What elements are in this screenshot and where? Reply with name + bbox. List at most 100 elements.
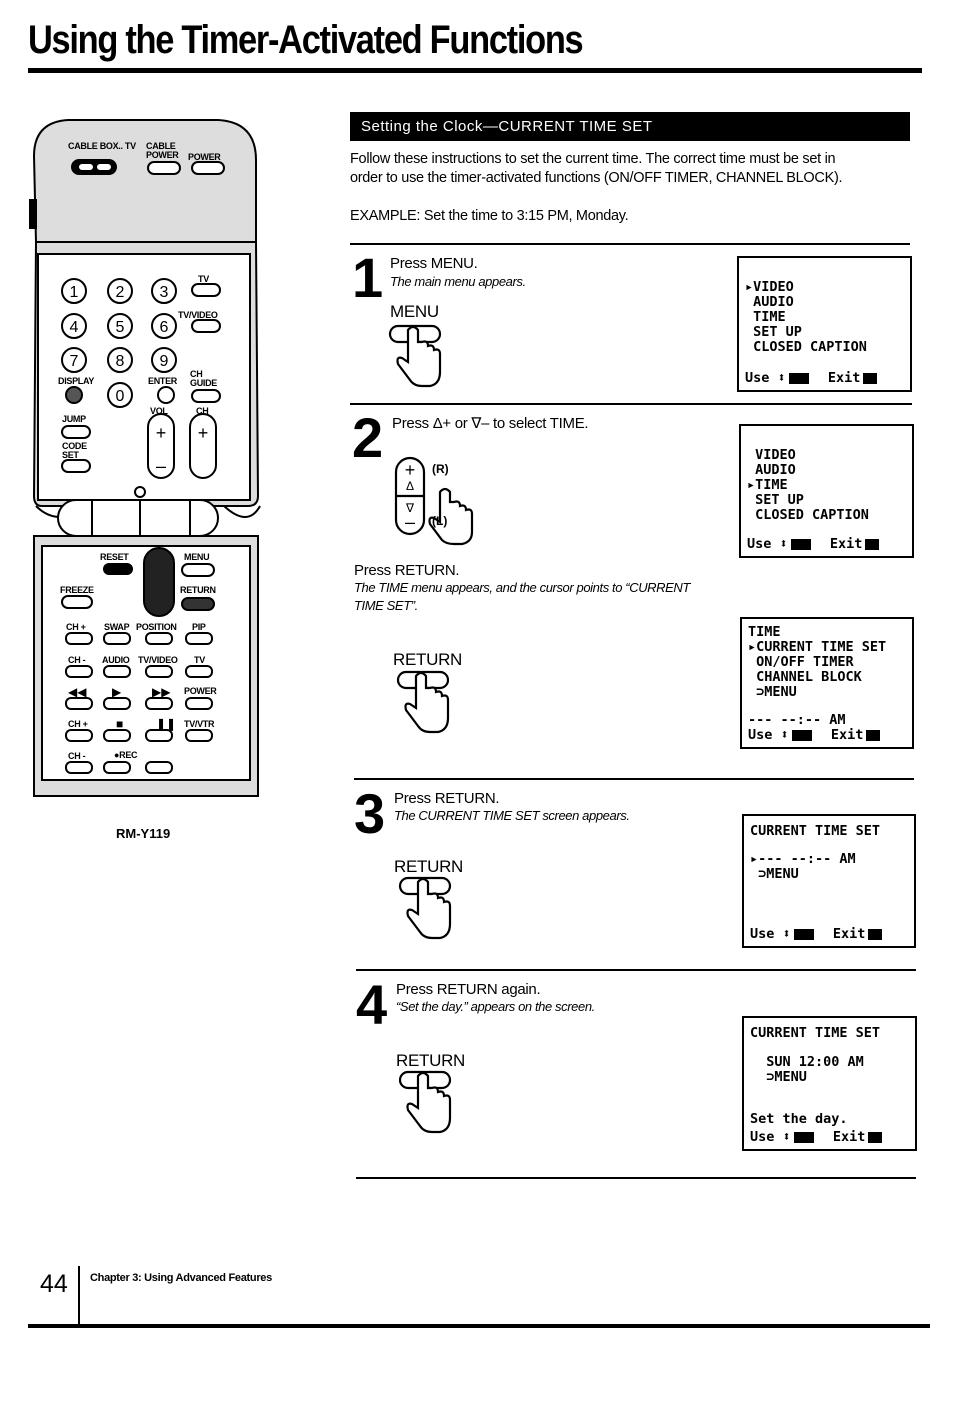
page-title: Using the Timer-Activated Functions <box>28 18 584 62</box>
step-3-screen-footer: Use ⬍ Exit <box>750 927 885 942</box>
step-2-screen-line: SET UP <box>747 492 804 508</box>
svg-text:+: + <box>405 460 416 480</box>
remote-label-tv: TV <box>198 274 209 284</box>
step-4-tv-screen: CURRENT TIME SET SUN 12:00 AM ⊃MENU Set … <box>742 1016 917 1151</box>
remote-label-cable-box-tv: CABLE BOX.. TV <box>68 141 136 151</box>
step-1-screen-line: AUDIO <box>745 294 794 310</box>
footer-exit: Exit <box>827 370 861 386</box>
remote-label-vol: VOL <box>150 406 168 416</box>
remote-label-audio: AUDIO <box>102 655 130 665</box>
step-2b-screen-footer: Use ⬍ Exit <box>748 728 883 743</box>
step-2-tv-screen: VIDEO AUDIO ▸TIME SET UP CLOSED CAPTION … <box>739 424 914 558</box>
step-4-button-label: RETURN <box>396 1051 466 1070</box>
footer-use: Use ⬍ <box>748 727 789 743</box>
step-2b-screen-line: ON/OFF TIMER <box>748 654 854 670</box>
step-4-screen-line: SUN 12:00 AM <box>750 1054 864 1070</box>
step-1-tv-screen: ▸VIDEO AUDIO TIME SET UP CLOSED CAPTION … <box>737 256 912 392</box>
footer-use: Use ⬍ <box>750 926 791 942</box>
svg-text:+: + <box>156 423 167 443</box>
step-1-screen-line: ▸VIDEO <box>745 279 794 295</box>
svg-text:■: ■ <box>116 717 123 731</box>
svg-text:▶▶: ▶▶ <box>152 685 171 699</box>
step-3-sub: The CURRENT TIME SET screen appears. <box>394 808 630 823</box>
step-2-screen-line: VIDEO <box>747 447 796 463</box>
remote-label-position: POSITION <box>136 622 177 632</box>
step-1-number: 1 <box>352 246 383 309</box>
svg-text:+: + <box>198 423 209 443</box>
page-number-divider <box>78 1266 80 1328</box>
svg-text:❚❚: ❚❚ <box>156 717 176 731</box>
step-4-number: 4 <box>356 973 387 1036</box>
step-3-hand-press-icon <box>398 876 452 940</box>
footer-exit: Exit <box>832 926 866 942</box>
menu-key-icon <box>866 729 881 741</box>
remote-label-tv-2: TV <box>194 655 205 665</box>
remote-label-ch-plus: CH + <box>66 622 86 632</box>
svg-text:–: – <box>405 512 415 532</box>
intro-line-1: Follow these instructions to set the cur… <box>350 151 836 167</box>
remote-label-ch-minus: CH - <box>68 655 86 665</box>
remote-label-reset: RESET <box>100 552 129 562</box>
footer-exit: Exit <box>830 727 864 743</box>
page-number: 44 <box>40 1270 68 1298</box>
step-3-screen-line: CURRENT TIME SET <box>750 823 881 839</box>
step-3-button-label: RETURN <box>394 857 464 876</box>
step-4-screen-line: ⊃MENU <box>750 1069 807 1085</box>
svg-text:–: – <box>156 456 166 476</box>
remote-digit-0: 0 <box>116 388 125 405</box>
remote-digit-3: 3 <box>160 284 169 301</box>
step-1-screen-footer: Use ⬍ Exit <box>745 371 880 386</box>
step-2-screen-line: AUDIO <box>747 462 796 478</box>
remote-label-tv-vtr: TV/VTR <box>184 719 215 729</box>
step-1-sub: The main menu appears. <box>390 274 526 289</box>
menu-key-icon <box>868 928 883 940</box>
step-3-tv-screen: CURRENT TIME SET ▸--- --:-- AM ⊃MENU Use… <box>742 814 916 948</box>
footer-use: Use ⬍ <box>747 536 788 552</box>
enter-key-icon <box>791 729 812 741</box>
remote-digit-7: 7 <box>70 353 79 370</box>
footer-exit: Exit <box>829 536 863 552</box>
step-2-button-label: RETURN <box>393 650 463 669</box>
remote-label-cable-power: CABLE POWER <box>146 141 179 160</box>
remote-label-rec: ●REC <box>114 750 138 760</box>
step-2b-screen-line: TIME <box>748 624 781 640</box>
footer-use: Use ⬍ <box>750 1129 791 1145</box>
step-2-screen-line: ▸TIME <box>747 477 788 493</box>
remote-label-enter: ENTER <box>148 376 178 386</box>
remote-label-ch: CH <box>196 406 209 416</box>
step-2-rule <box>350 403 912 405</box>
step-2-right-label: (R) <box>432 462 449 476</box>
step-4-rule <box>356 969 916 971</box>
svg-text:Δ: Δ <box>406 479 414 493</box>
step-2-screen-footer: Use ⬍ Exit <box>747 537 882 552</box>
step-2-then-text: Press RETURN. <box>354 562 460 579</box>
step-3-number: 3 <box>354 782 385 845</box>
step-2b-time-line: --- --:-- AM <box>748 712 846 728</box>
remote-label-swap: SWAP <box>104 622 130 632</box>
footer-rule <box>28 1324 930 1328</box>
step-3-screen-line: ▸--- --:-- AM <box>750 851 856 867</box>
enter-key-icon <box>793 928 814 940</box>
step-4-hand-press-icon <box>398 1070 452 1134</box>
step-1-screen-line: TIME <box>745 309 786 325</box>
remote-drawing: 1 2 3 4 5 6 7 8 9 0 + – + ◀◀▶▶▶ ■❚❚ <box>29 119 261 797</box>
step-1-screen-line: SET UP <box>745 324 802 340</box>
menu-key-icon <box>865 538 880 550</box>
end-rule <box>356 1177 916 1179</box>
svg-text:∇: ∇ <box>405 501 415 515</box>
remote-label-freeze: FREEZE <box>60 585 94 595</box>
remote-label-pip: PIP <box>192 622 206 632</box>
step-1-screen-line: CLOSED CAPTION <box>745 339 867 355</box>
step-1-text: Press MENU. <box>390 255 478 272</box>
remote-label-ch-minus-2: CH - <box>68 751 86 761</box>
remote-label-return: RETURN <box>180 585 216 595</box>
step-4-screen-footer: Use ⬍ Exit <box>750 1130 885 1145</box>
footer-use: Use ⬍ <box>745 370 786 386</box>
remote-label-power: POWER <box>188 152 221 162</box>
step-2b-screen-line: ⊃MENU <box>748 684 797 700</box>
remote-label-tv-video-2: TV/VIDEO <box>138 655 178 665</box>
section-title: Setting the Clock—CURRENT TIME SET <box>350 112 910 141</box>
enter-key-icon <box>788 372 809 384</box>
footer-exit: Exit <box>832 1129 866 1145</box>
remote-digit-2: 2 <box>116 284 125 301</box>
